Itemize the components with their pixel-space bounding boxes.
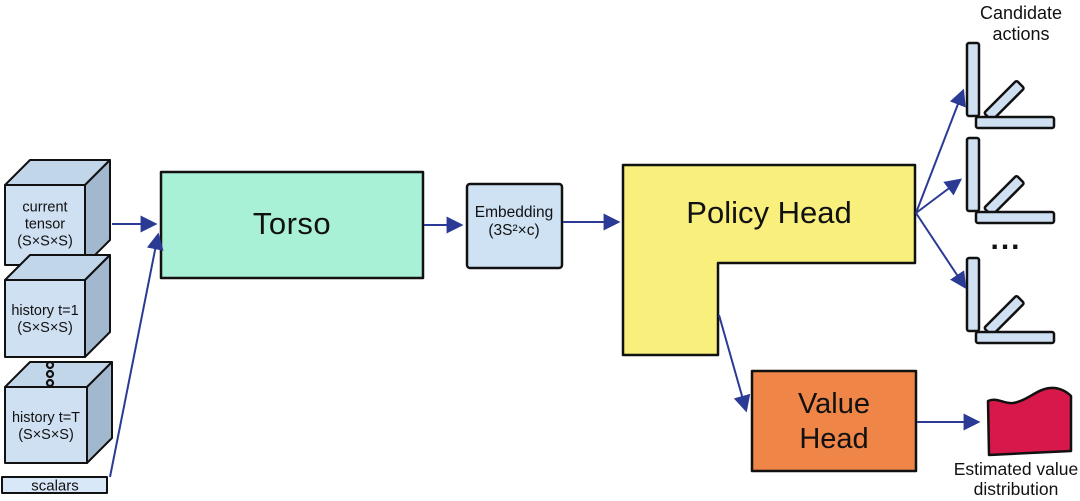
candidate-action-icon — [965, 41, 1056, 130]
policy-head-shape — [621, 163, 917, 357]
candidate-action-icon — [965, 256, 1056, 345]
history-tT-line1: history t=T — [11, 410, 81, 426]
scalars-label: scalars — [31, 477, 79, 495]
history-t1-cube — [4, 254, 111, 358]
history-t1-label: history t=1 (S×S×S) — [11, 303, 78, 337]
history-t1-line2: (S×S×S) — [17, 320, 73, 336]
scalars-bar — [1, 476, 108, 494]
candidate-action-icon — [965, 136, 1056, 225]
arrow-scalars-to-torso — [109, 232, 164, 478]
value-head-box — [750, 369, 918, 473]
horizontal-ellipsis-icon: ... — [990, 223, 1022, 256]
embedding-line1: Embedding — [474, 204, 554, 221]
embedding-line2: (3S²×c) — [488, 222, 540, 239]
value-distribution-icon — [986, 386, 1073, 457]
policy-head-label: Policy Head — [686, 195, 852, 230]
candidate-actions-line1: Candidate — [979, 3, 1063, 23]
candidate-actions-line2: actions — [992, 24, 1050, 44]
value-head-label: Value Head — [798, 387, 870, 457]
vertical-ellipsis-icon — [45, 360, 55, 388]
arrow-policy-to-value — [718, 314, 751, 413]
history-tT-label: history t=T (S×S×S) — [12, 410, 80, 444]
estimated-value-line2: distribution — [973, 479, 1059, 499]
current-tensor-line3: (S×S×S) — [17, 233, 73, 250]
arrow-policy-to-action-3 — [915, 212, 967, 290]
history-t1-line1: history t=1 — [11, 303, 79, 319]
current-tensor-line1: current — [22, 199, 68, 216]
arrow-policy-to-action-1 — [915, 88, 966, 214]
embedding-label: Embedding (3S²×c) — [475, 204, 553, 240]
arrow-policy-to-action-2 — [915, 178, 963, 214]
torso-label: Torso — [252, 206, 332, 241]
estimated-value-line1: Estimated value — [953, 459, 1079, 479]
current-tensor-label: current tensor (S×S×S) — [17, 200, 73, 251]
value-head-line2: Head — [799, 423, 869, 455]
history-tT-cube — [4, 361, 113, 464]
current-tensor-line2: tensor — [24, 216, 66, 233]
embedding-box — [465, 182, 564, 270]
candidate-actions-label: Candidate actions — [980, 3, 1062, 45]
estimated-value-label: Estimated value distribution — [954, 459, 1079, 499]
current-tensor-cube — [4, 159, 111, 266]
value-head-line1: Value — [797, 388, 871, 420]
history-tT-line2: (S×S×S) — [18, 427, 74, 443]
torso-box — [159, 170, 425, 280]
